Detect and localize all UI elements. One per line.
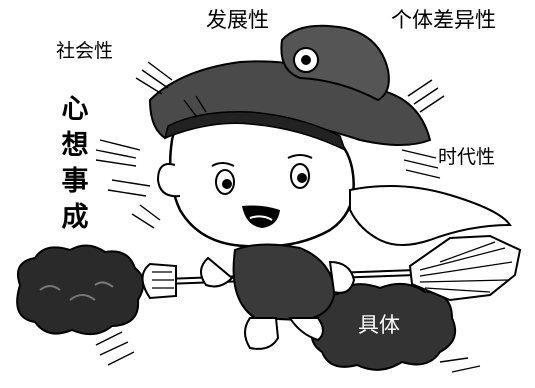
boy-face xyxy=(156,111,355,248)
label-social: 社会性 xyxy=(56,40,114,62)
motion-lines xyxy=(95,61,481,373)
label-wish-come-true: 心想事成 xyxy=(61,94,89,233)
label-era: 时代性 xyxy=(438,146,496,168)
label-individual-difference: 个体差异性 xyxy=(391,8,496,32)
label-development: 发展性 xyxy=(206,8,269,32)
boy-body xyxy=(200,243,356,350)
dark-cloud-right xyxy=(311,282,456,371)
dark-cloud-left xyxy=(16,244,145,336)
cape xyxy=(349,185,512,246)
label-concrete: 具体 xyxy=(358,313,400,337)
hat xyxy=(148,24,432,146)
